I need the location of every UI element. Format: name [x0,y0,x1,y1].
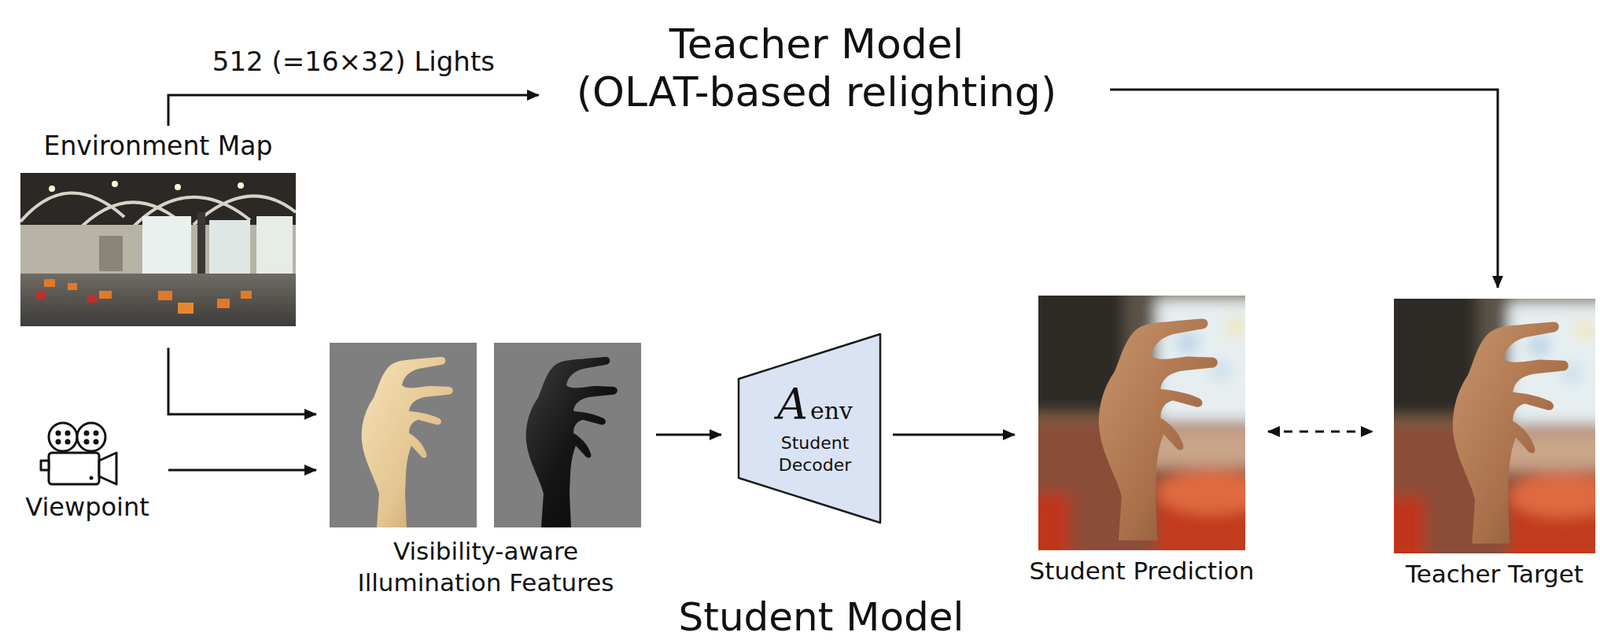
student-render-image [1038,295,1246,551]
camera-icon-part-part [65,431,71,437]
teacher-target: Teacher Target [1393,298,1596,590]
decoder-trapezoid [737,332,882,525]
node-text: env [810,398,853,424]
environment-map-image [20,173,296,327]
flow-arrow [168,348,317,415]
camera-icon-part-part [89,476,94,481]
image-slot [1393,298,1596,554]
text-row: Environment Map [20,130,296,163]
environment-map-image-part [20,173,296,327]
albedo-hand-image-part [329,342,477,528]
camera-icon-part-part [55,431,62,437]
text-row: Teacher Model [576,20,1057,69]
environment-map: Environment Map [20,130,296,327]
student-render-image-part [1038,295,1246,551]
node-text: Visibility-aware Illumination Features [328,535,644,600]
image-slot [14,416,161,493]
illumination-features: Visibility-aware Illumination Features [322,342,649,600]
section-title-box: Student Model [585,596,1058,640]
image-slot [1019,295,1265,551]
decoder-outline [738,334,881,524]
flow-arrow [892,434,1015,437]
node-text: (OLAT-based relighting) [576,68,1057,117]
text-row: (OLAT-based relighting) [576,68,1057,117]
student-decoder: AenvStudent Decoder [737,332,882,525]
camera-icon-part [55,431,100,481]
flow-arrow [168,469,317,472]
camera-icon-part-part [55,439,62,446]
camera-icon-part-part [40,460,49,471]
camera-icon-part-part [93,431,100,437]
edge-label: 512 (=16×32) Lights [212,45,495,78]
text-row: Student Decoder [748,432,882,476]
node-text: Viewpoint [25,492,150,523]
text-row: Visibility-aware Illumination Features [322,535,649,600]
image-slot [322,342,649,528]
camera-icon-part [40,423,117,485]
camera-icon-part-part [48,453,100,485]
camera-icon [14,416,161,493]
node-text: Teacher Target [1405,560,1584,590]
teacher-render-image [1393,298,1596,554]
teacher-render-image-part [1393,298,1596,554]
camera-icon-part-part [84,431,90,437]
camera-icon-part-part [99,453,117,485]
specular-hand-image-part [494,342,642,528]
text-row: Teacher Target [1393,560,1596,590]
text-row: Aenv [748,381,882,428]
comparison-arrow [1268,431,1373,434]
albedo-hand-image-part [361,357,454,528]
flow-arrow [656,434,722,437]
specular-hand-image-part [526,357,618,528]
node-text: Environment Map [44,130,273,163]
node-text: Student Prediction [1029,556,1255,587]
image-slot [20,173,296,327]
camera-icon-part-part [84,439,90,446]
camera-icon-part-part [65,439,71,446]
edge-label-box: 512 (=16×32) Lights [209,45,498,78]
text-row: Student Prediction [1019,556,1265,587]
albedo-hand-image [329,342,477,528]
viewpoint: Viewpoint [14,416,161,523]
text-row: Viewpoint [14,492,161,523]
node-text: Student Decoder [767,432,863,476]
section-title: Student Model [678,596,965,640]
specular-hand-image [494,342,642,528]
camera-icon-part-part [77,423,106,452]
node-text: A [777,381,808,428]
flow-arrow [168,95,539,126]
student-prediction: Student Prediction [1019,295,1265,587]
camera-icon-part-part [93,439,100,446]
teacher-model: Teacher Model(OLAT-based relighting) [570,20,1063,117]
flow-arrow [1109,89,1498,288]
node-text: Teacher Model [669,20,964,69]
camera-icon-part-part [48,423,78,452]
